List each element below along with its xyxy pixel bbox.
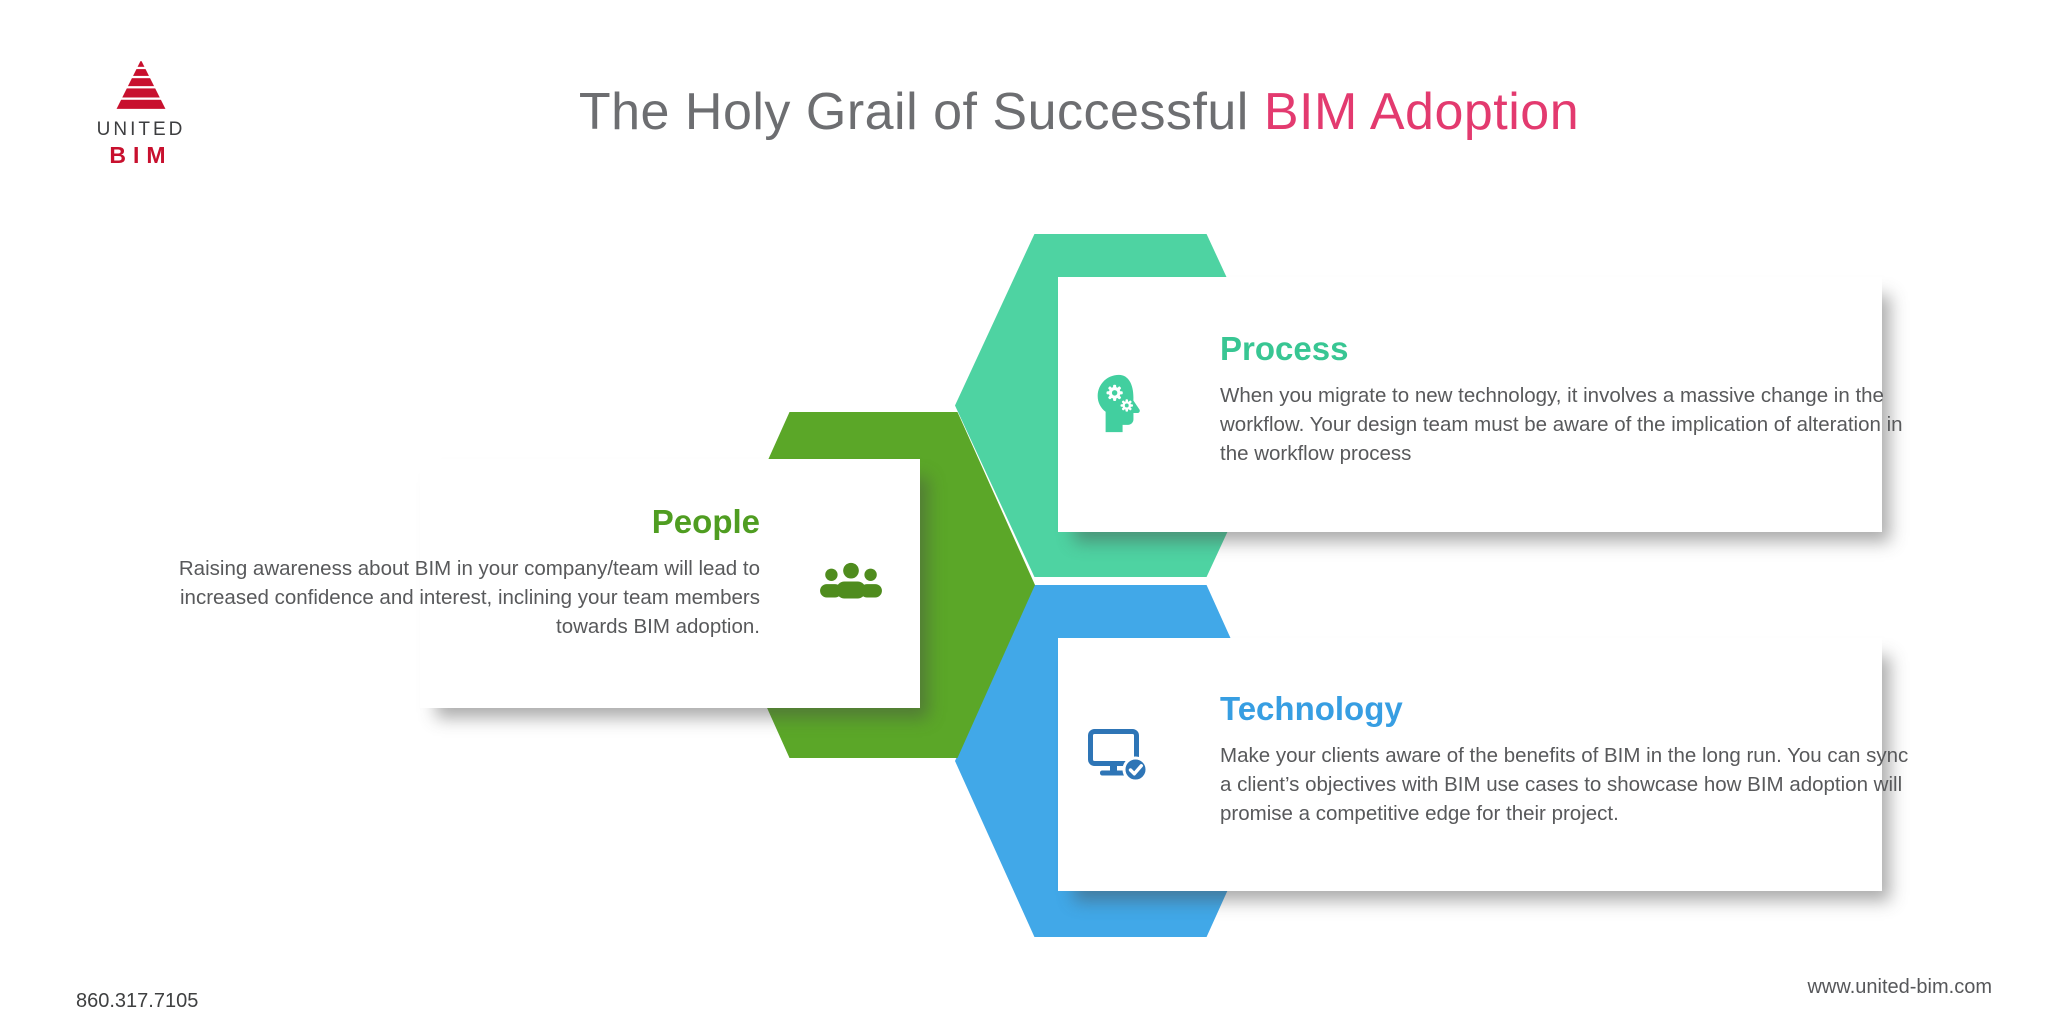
logo-mark-icon [116,61,166,109]
technology-body: Make your clients aware of the benefits … [1220,744,1909,826]
united-bim-logo: UNITED BIM [86,60,196,169]
technology-card [1058,638,1882,891]
people-title: People [651,503,760,540]
logo-united-text: UNITED [96,119,186,140]
logo-bim-text: BIM [109,142,173,168]
head-gears-icon [1090,372,1148,436]
people-body: Raising awareness about BIM in your comp… [178,557,760,639]
people-card [420,459,920,708]
process-title: Process [1220,330,1349,367]
process-body: When you migrate to new technology, it i… [1220,384,1903,466]
footer-phone: 860.317.7105 [76,990,199,1012]
page-title-accent: BIM Adoption [1263,83,1580,141]
people-group-icon [818,558,884,606]
page-title: The Holy Grail of Successful BIM Adoptio… [110,82,2048,142]
footer-website: www.united-bim.com [1807,976,1992,998]
process-section: Process When you migrate to new technolo… [1220,330,1920,468]
monitor-check-icon [1086,726,1150,784]
technology-section: Technology Make your clients aware of th… [1220,690,1920,828]
people-section: People Raising awareness about BIM in yo… [160,503,760,641]
technology-title: Technology [1220,690,1403,727]
page-title-main: The Holy Grail of Successful [578,83,1249,141]
process-card [1058,277,1882,532]
